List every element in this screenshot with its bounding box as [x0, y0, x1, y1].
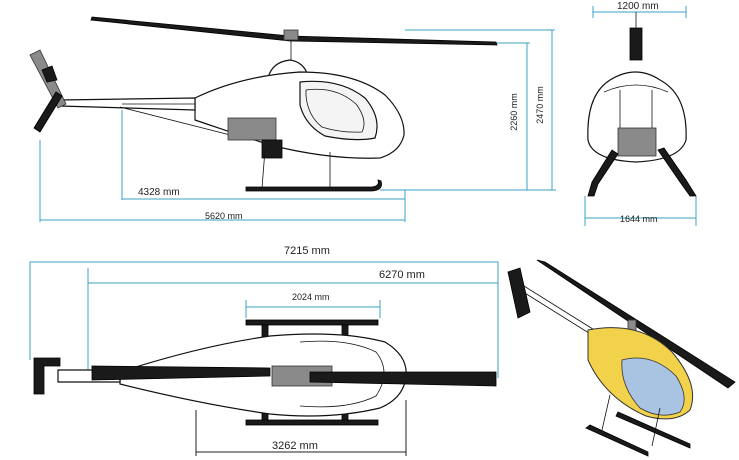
dim-label-2470: 2470 mm: [534, 86, 545, 124]
side-engine: [227, 117, 277, 141]
dim-label-7215: 7215 mm: [284, 245, 330, 257]
side-rotor-hub: [283, 29, 299, 41]
front-fuselage: [587, 71, 687, 163]
perspective-view: [507, 259, 736, 457]
persp-canopy: [621, 357, 685, 416]
dim-label-6270: 6270 mm: [379, 269, 425, 281]
dim-label-1200: 1200 mm: [617, 1, 659, 12]
top-skid-front: [245, 319, 379, 326]
dim-label-1644: 1644 mm: [620, 214, 658, 224]
front-engine: [617, 127, 657, 157]
dim-label-2024: 2024 mm: [292, 292, 330, 302]
persp-tail-rotor: [507, 267, 531, 319]
front-skid-right: [657, 147, 697, 197]
persp-skid-right: [615, 411, 691, 449]
side-skid: [245, 179, 382, 192]
side-view: [29, 16, 556, 222]
top-tail-rotor: [33, 357, 61, 395]
dim-label-2260: 2260 mm: [508, 93, 519, 131]
dim-label-4328: 4328 mm: [138, 187, 180, 198]
top-skid-rear: [245, 419, 379, 426]
dim-label-3262: 3262 mm: [272, 440, 318, 452]
persp-skid-left: [585, 424, 649, 457]
dim-label-5620: 5620 mm: [205, 211, 243, 221]
front-view: [584, 6, 697, 226]
front-skid-left: [587, 149, 619, 197]
top-view: [29, 261, 499, 456]
top-main-rotor-blade: [91, 365, 271, 381]
front-rotor-head: [629, 27, 643, 61]
